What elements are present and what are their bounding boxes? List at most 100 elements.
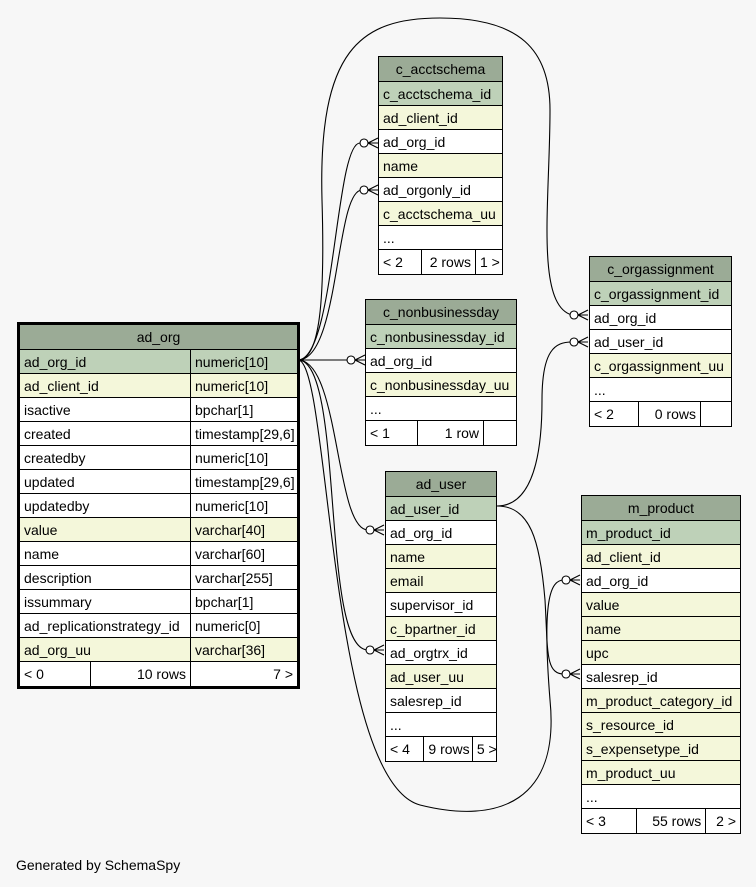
column-name: c_nonbusinessday_uu: [370, 377, 510, 393]
parents-count[interactable]: < 1: [370, 425, 390, 441]
column-name: ad_user_id: [594, 334, 664, 350]
table-title[interactable]: c_acctschema: [379, 57, 502, 82]
column-name: c_acctschema_uu: [383, 206, 496, 222]
column-name: created: [24, 426, 71, 442]
row-count[interactable]: 0 rows: [637, 402, 700, 426]
column-row[interactable]: s_expensetype_id: [582, 737, 740, 761]
children-count[interactable]: 2 >: [705, 809, 740, 833]
table-title[interactable]: c_orgassignment: [590, 257, 731, 282]
column-row[interactable]: upc: [582, 641, 740, 665]
column-row[interactable]: m_product_category_id: [582, 689, 740, 713]
column-row[interactable]: ad_orgonly_id: [379, 178, 502, 202]
column-row[interactable]: value: [582, 593, 740, 617]
column-row[interactable]: ad_client_id: [379, 106, 502, 130]
column-name: name: [24, 546, 60, 562]
row-count[interactable]: 2 rows: [420, 250, 475, 274]
column-row[interactable]: s_resource_id: [582, 713, 740, 737]
column-row[interactable]: ...: [590, 378, 731, 402]
column-row[interactable]: name: [379, 154, 502, 178]
column-name: m_product_id: [586, 525, 671, 541]
column-row[interactable]: ad_orgtrx_id: [386, 641, 496, 665]
column-row[interactable]: c_bpartner_id: [386, 617, 496, 641]
column-row[interactable]: ...: [379, 226, 502, 250]
column-row[interactable]: c_nonbusinessday_id: [366, 325, 516, 349]
column-row[interactable]: salesrep_id: [386, 689, 496, 713]
column-name: salesrep_id: [390, 693, 462, 709]
row-count[interactable]: 1 row: [417, 421, 483, 445]
column-row[interactable]: ...: [582, 785, 740, 809]
column-row[interactable]: c_orgassignment_id: [590, 282, 731, 306]
children-count[interactable]: 7 >: [190, 662, 297, 686]
column-name: ad_user_id: [390, 501, 460, 517]
children-count[interactable]: [483, 421, 516, 445]
column-row[interactable]: ...: [386, 713, 496, 737]
table-title[interactable]: m_product: [582, 496, 740, 521]
column-row[interactable]: ad_org_id: [582, 569, 740, 593]
table-title[interactable]: c_nonbusinessday: [366, 300, 516, 325]
column-row[interactable]: email: [386, 569, 496, 593]
column-name: value: [24, 522, 58, 538]
parents-count[interactable]: < 0: [24, 666, 44, 682]
column-row[interactable]: ...: [366, 397, 516, 421]
column-type: bpchar[1]: [190, 590, 297, 613]
column-name: upc: [586, 645, 609, 661]
parents-count[interactable]: < 4: [390, 741, 410, 757]
column-row[interactable]: c_nonbusinessday_uu: [366, 373, 516, 397]
column-row[interactable]: ad_user_id: [386, 497, 496, 521]
row-count[interactable]: 10 rows: [90, 662, 190, 686]
column-row[interactable]: name: [582, 617, 740, 641]
edge-acctschema-org: [297, 142, 361, 361]
children-count[interactable]: 1 >: [474, 250, 502, 274]
column-row[interactable]: name: [386, 545, 496, 569]
column-row[interactable]: ad_org_id: [379, 130, 502, 154]
column-name: ad_org_id: [390, 525, 453, 541]
column-type: varchar[36]: [190, 638, 297, 661]
children-count[interactable]: [699, 402, 731, 426]
parents-count[interactable]: < 2: [594, 406, 614, 422]
column-type: numeric[0]: [190, 614, 297, 637]
table-title[interactable]: ad_org: [20, 325, 297, 350]
row-count[interactable]: 9 rows: [423, 737, 471, 761]
column-row[interactable]: ad_client_id: [582, 545, 740, 569]
column-row[interactable]: c_acctschema_id: [379, 82, 502, 106]
column-row[interactable]: salesrep_id: [582, 665, 740, 689]
parents-count[interactable]: < 3: [586, 813, 606, 829]
column-row[interactable]: c_acctschema_uu: [379, 202, 502, 226]
children-count[interactable]: 5 >: [471, 737, 496, 761]
table-title[interactable]: ad_user: [386, 472, 496, 497]
column-row[interactable]: ad_user_uu: [386, 665, 496, 689]
column-row[interactable]: m_product_uu: [582, 761, 740, 785]
column-name: createdby: [24, 450, 86, 466]
parents-count[interactable]: < 2: [383, 254, 403, 270]
column-name: name: [390, 549, 426, 565]
column-row[interactable]: ad_org_id: [590, 306, 731, 330]
column-row[interactable]: ad_user_id: [590, 330, 731, 354]
column-name: isactive: [24, 402, 71, 418]
column-row[interactable]: supervisor_id: [386, 593, 496, 617]
column-row[interactable]: ad_org_id: [366, 349, 516, 373]
column-row[interactable]: m_product_id: [582, 521, 740, 545]
column-row[interactable]: ad_org_id: [386, 521, 496, 545]
row-count[interactable]: 55 rows: [635, 809, 706, 833]
column-row[interactable]: c_orgassignment_uu: [590, 354, 731, 378]
